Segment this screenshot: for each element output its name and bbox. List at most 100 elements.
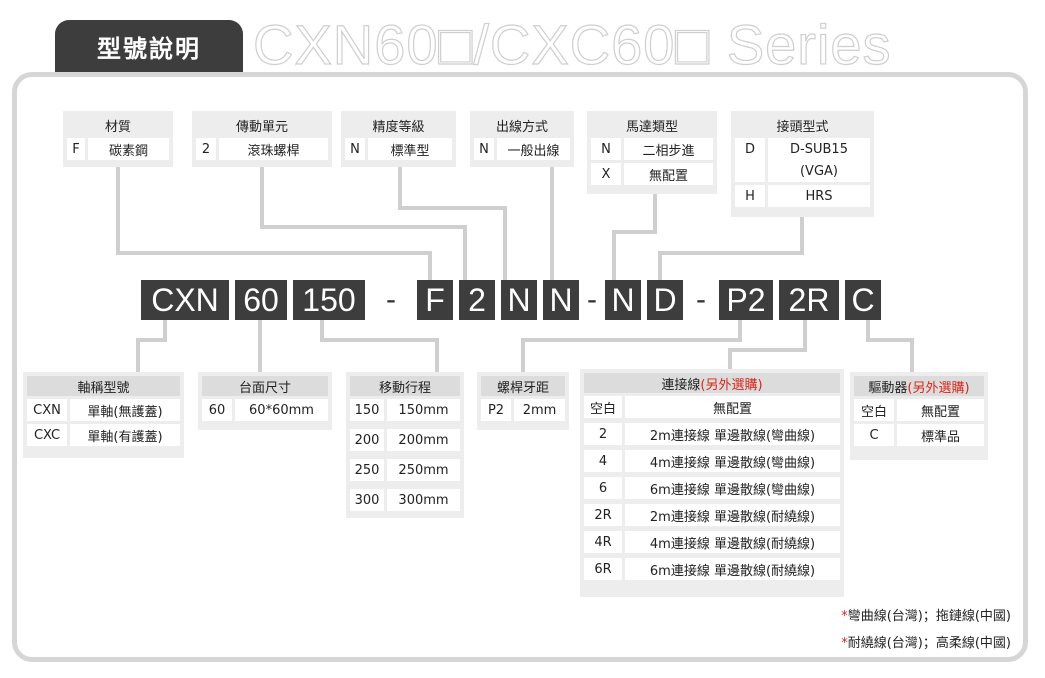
option-code: 4R [584, 531, 622, 553]
code-stroke: 150 [293, 280, 365, 320]
option-code: P2 [481, 399, 511, 421]
option-motor: 馬達類型 N 二相步進 X 無配置 [587, 111, 717, 194]
option-desc: 4m連接線 單邊散線(彎曲線) [625, 450, 840, 472]
option-code: 6R [584, 558, 622, 580]
option-precision: 精度等級 N 標準型 [341, 111, 456, 167]
option-code: 250 [350, 459, 384, 481]
option-code: 6 [584, 477, 622, 499]
line-axis [136, 320, 167, 375]
option-header-text: 連接線 [661, 377, 701, 393]
option-header: 出線方式 [495, 119, 548, 135]
option-desc: 4m連接線 單邊散線(耐繞線) [625, 531, 840, 553]
line-stroke [320, 320, 439, 375]
option-code: N [345, 138, 365, 160]
option-code: 200 [350, 429, 384, 451]
code-lead: P2 [719, 280, 773, 320]
code-cable: 2R [779, 280, 839, 320]
code-connector: D [647, 280, 683, 320]
option-table-size: 台面尺寸 60 60*60mm [198, 372, 332, 430]
section-title-tab: 型號說明 [55, 20, 243, 72]
option-lead: 螺桿牙距 P2 2mm [477, 372, 569, 430]
option-header: 材質 [104, 119, 131, 135]
option-drive: 傳動單元 2 滾珠螺桿 [192, 111, 332, 167]
option-outlet: 出線方式 N 一般出線 [470, 111, 574, 167]
option-code: 2 [196, 138, 216, 160]
option-code: CXN [27, 399, 67, 421]
option-code: 150 [350, 399, 384, 421]
option-code: 4 [584, 450, 622, 472]
line-driver [866, 320, 914, 375]
option-code: 60 [202, 399, 232, 421]
option-code [735, 160, 765, 182]
option-header: 台面尺寸 [202, 376, 328, 396]
option-desc: 2mm [514, 399, 565, 421]
option-desc: 無配置 [625, 396, 840, 418]
option-code: C [854, 424, 894, 446]
option-axis: 軸稱型號 CXN 單軸(無護蓋) CXC 單軸(有護蓋) [23, 372, 184, 458]
code-motor: N [605, 280, 641, 320]
code-dash: - [696, 283, 706, 316]
option-desc: 單軸(無護蓋) [70, 399, 180, 421]
option-code: 空白 [584, 396, 622, 418]
option-code: X [591, 163, 621, 185]
option-desc: 6m連接線 單邊散線(耐繞線) [625, 558, 840, 580]
code-drive: 2 [459, 280, 495, 320]
option-code: N [474, 138, 494, 160]
option-desc: 6m連接線 單邊散線(彎曲線) [625, 477, 840, 499]
option-desc: HRS [768, 185, 870, 207]
code-precision: N [501, 280, 537, 320]
line-material [116, 165, 432, 283]
footnote-flex-cable: *耐繞線(台灣)；高柔線(中國) [841, 632, 1011, 651]
code-material: F [417, 280, 453, 320]
series-title: CXN60□/CXC60□ Series [252, 12, 892, 76]
line-precision [398, 165, 507, 283]
code-axis: CXN [141, 280, 229, 320]
option-desc: 滾珠螺桿 [219, 138, 328, 160]
option-header: 連接線 (另外選購) [584, 373, 840, 393]
option-header: 接頭型式 [776, 119, 829, 135]
option-header: 驅動器 (另外選購) [854, 376, 984, 396]
option-desc: 單軸(有護蓋) [70, 424, 180, 446]
option-header-note: (另外選購) [700, 377, 763, 393]
footnote-star: * [841, 636, 848, 651]
option-desc: 150mm [387, 399, 460, 421]
footnote-text: 彎曲線(台灣)；拖鏈線(中國) [847, 609, 1011, 624]
option-code: H [735, 185, 765, 207]
line-drive [260, 165, 467, 283]
footnote-text: 耐繞線(台灣)；高柔線(中國) [847, 636, 1011, 651]
option-desc: 2m連接線 單邊散線(彎曲線) [625, 423, 840, 445]
code-outlet: N [543, 280, 579, 320]
option-desc: 一般出線 [497, 138, 570, 160]
footnote-bend-cable: *彎曲線(台灣)；拖鏈線(中國) [841, 605, 1011, 624]
option-code: CXC [27, 424, 67, 446]
option-code: N [591, 138, 621, 160]
option-desc: 標準品 [897, 424, 984, 446]
code-driver: C [845, 280, 881, 320]
option-desc: 碳素鋼 [88, 138, 169, 160]
option-header: 傳動單元 [235, 119, 288, 135]
code-dash: - [386, 283, 396, 316]
option-desc: 二相步進 [624, 138, 713, 160]
option-desc: 250mm [387, 459, 460, 481]
option-desc: 無配置 [897, 399, 984, 421]
option-desc: 60*60mm [235, 399, 328, 421]
line-cable [728, 320, 807, 375]
option-desc: 300mm [387, 489, 460, 511]
option-material: 材質 F 碳素鋼 [63, 111, 173, 167]
line-connector [658, 215, 804, 283]
option-desc: 2m連接線 單邊散線(耐繞線) [625, 504, 840, 526]
option-header: 馬達類型 [625, 119, 678, 135]
option-code: 300 [350, 489, 384, 511]
option-code: 2R [584, 504, 622, 526]
option-desc: 標準型 [368, 138, 452, 160]
option-code: 2 [584, 423, 622, 445]
code-dash: - [587, 283, 597, 316]
code-size: 60 [235, 280, 287, 320]
option-connector: 接頭型式 D D-SUB15 (VGA) H HRS [731, 111, 874, 217]
option-header: 軸稱型號 [27, 376, 180, 396]
option-code: 空白 [854, 399, 894, 421]
